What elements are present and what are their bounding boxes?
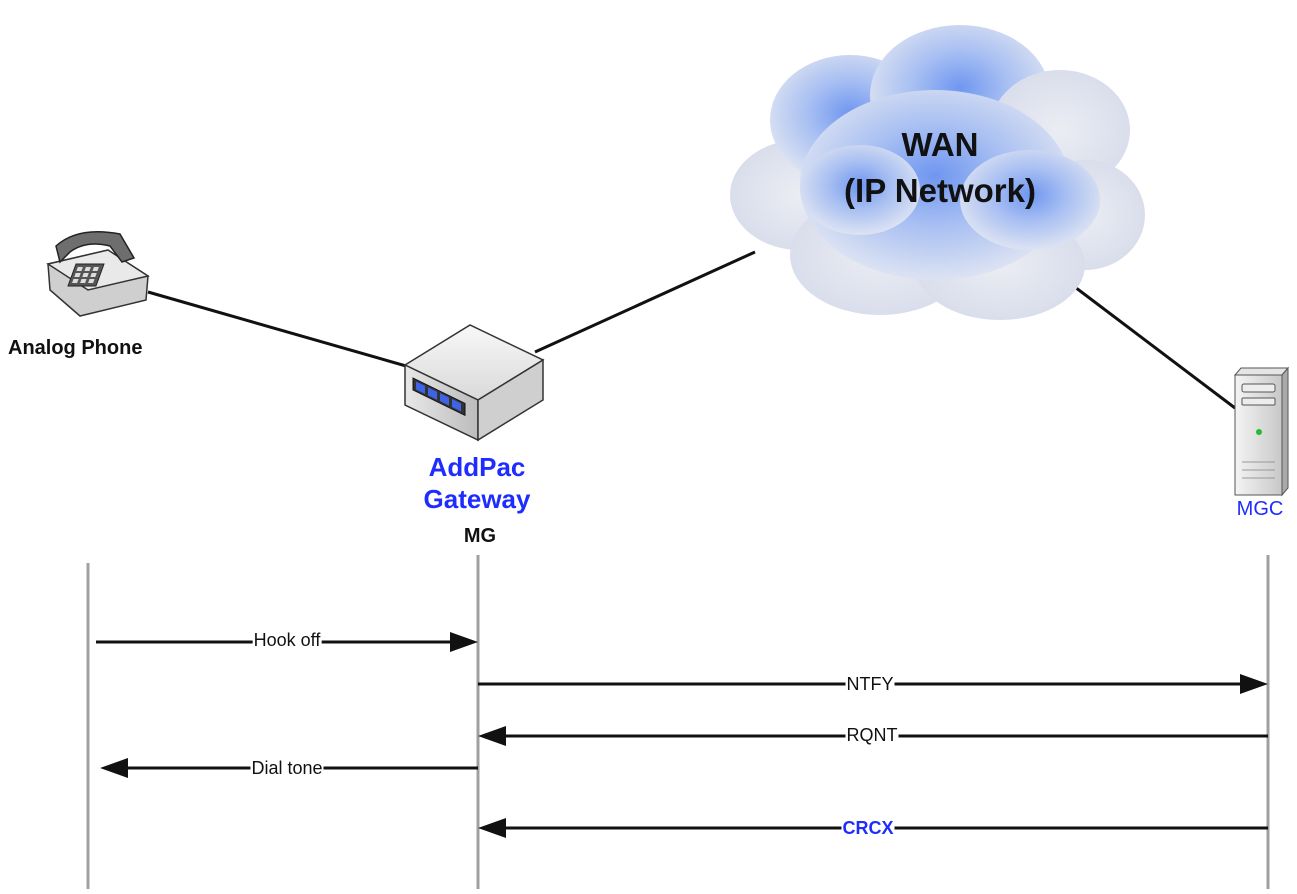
gateway-label-line1: AddPac xyxy=(428,452,526,482)
analog-phone-icon xyxy=(46,231,150,317)
link-phone-gateway xyxy=(147,290,421,372)
mgc-label: MGC xyxy=(1236,498,1284,520)
wan-cloud-label: WAN (IP Network) xyxy=(780,122,1100,214)
message-arrowhead xyxy=(100,758,128,778)
message-arrowhead xyxy=(1240,674,1268,694)
gateway-label-line2: Gateway xyxy=(423,484,531,514)
message-arrowhead xyxy=(478,726,506,746)
gateway-device-icon xyxy=(403,324,545,442)
message-label-crcx: CRCX xyxy=(841,818,895,838)
message-label-rqnt: RQNT xyxy=(845,725,899,745)
analog-phone-label: Analog Phone xyxy=(8,337,143,359)
message-label-ntfy: NTFY xyxy=(845,674,895,694)
message-label-hook-off: Hook off xyxy=(252,630,322,650)
gateway-role-label: MG xyxy=(463,525,497,547)
ip-network-label: (IP Network) xyxy=(844,172,1036,209)
message-arrowhead xyxy=(450,632,478,652)
wan-cloud-icon xyxy=(730,25,1145,320)
wan-label: WAN xyxy=(901,126,979,163)
link-wan-mgc xyxy=(1054,270,1236,410)
message-arrowhead xyxy=(478,818,506,838)
message-arrows xyxy=(96,632,1268,838)
server-tower-icon xyxy=(1233,366,1290,497)
message-label-dial-tone: Dial tone xyxy=(250,758,324,778)
link-gateway-wan xyxy=(534,250,756,354)
